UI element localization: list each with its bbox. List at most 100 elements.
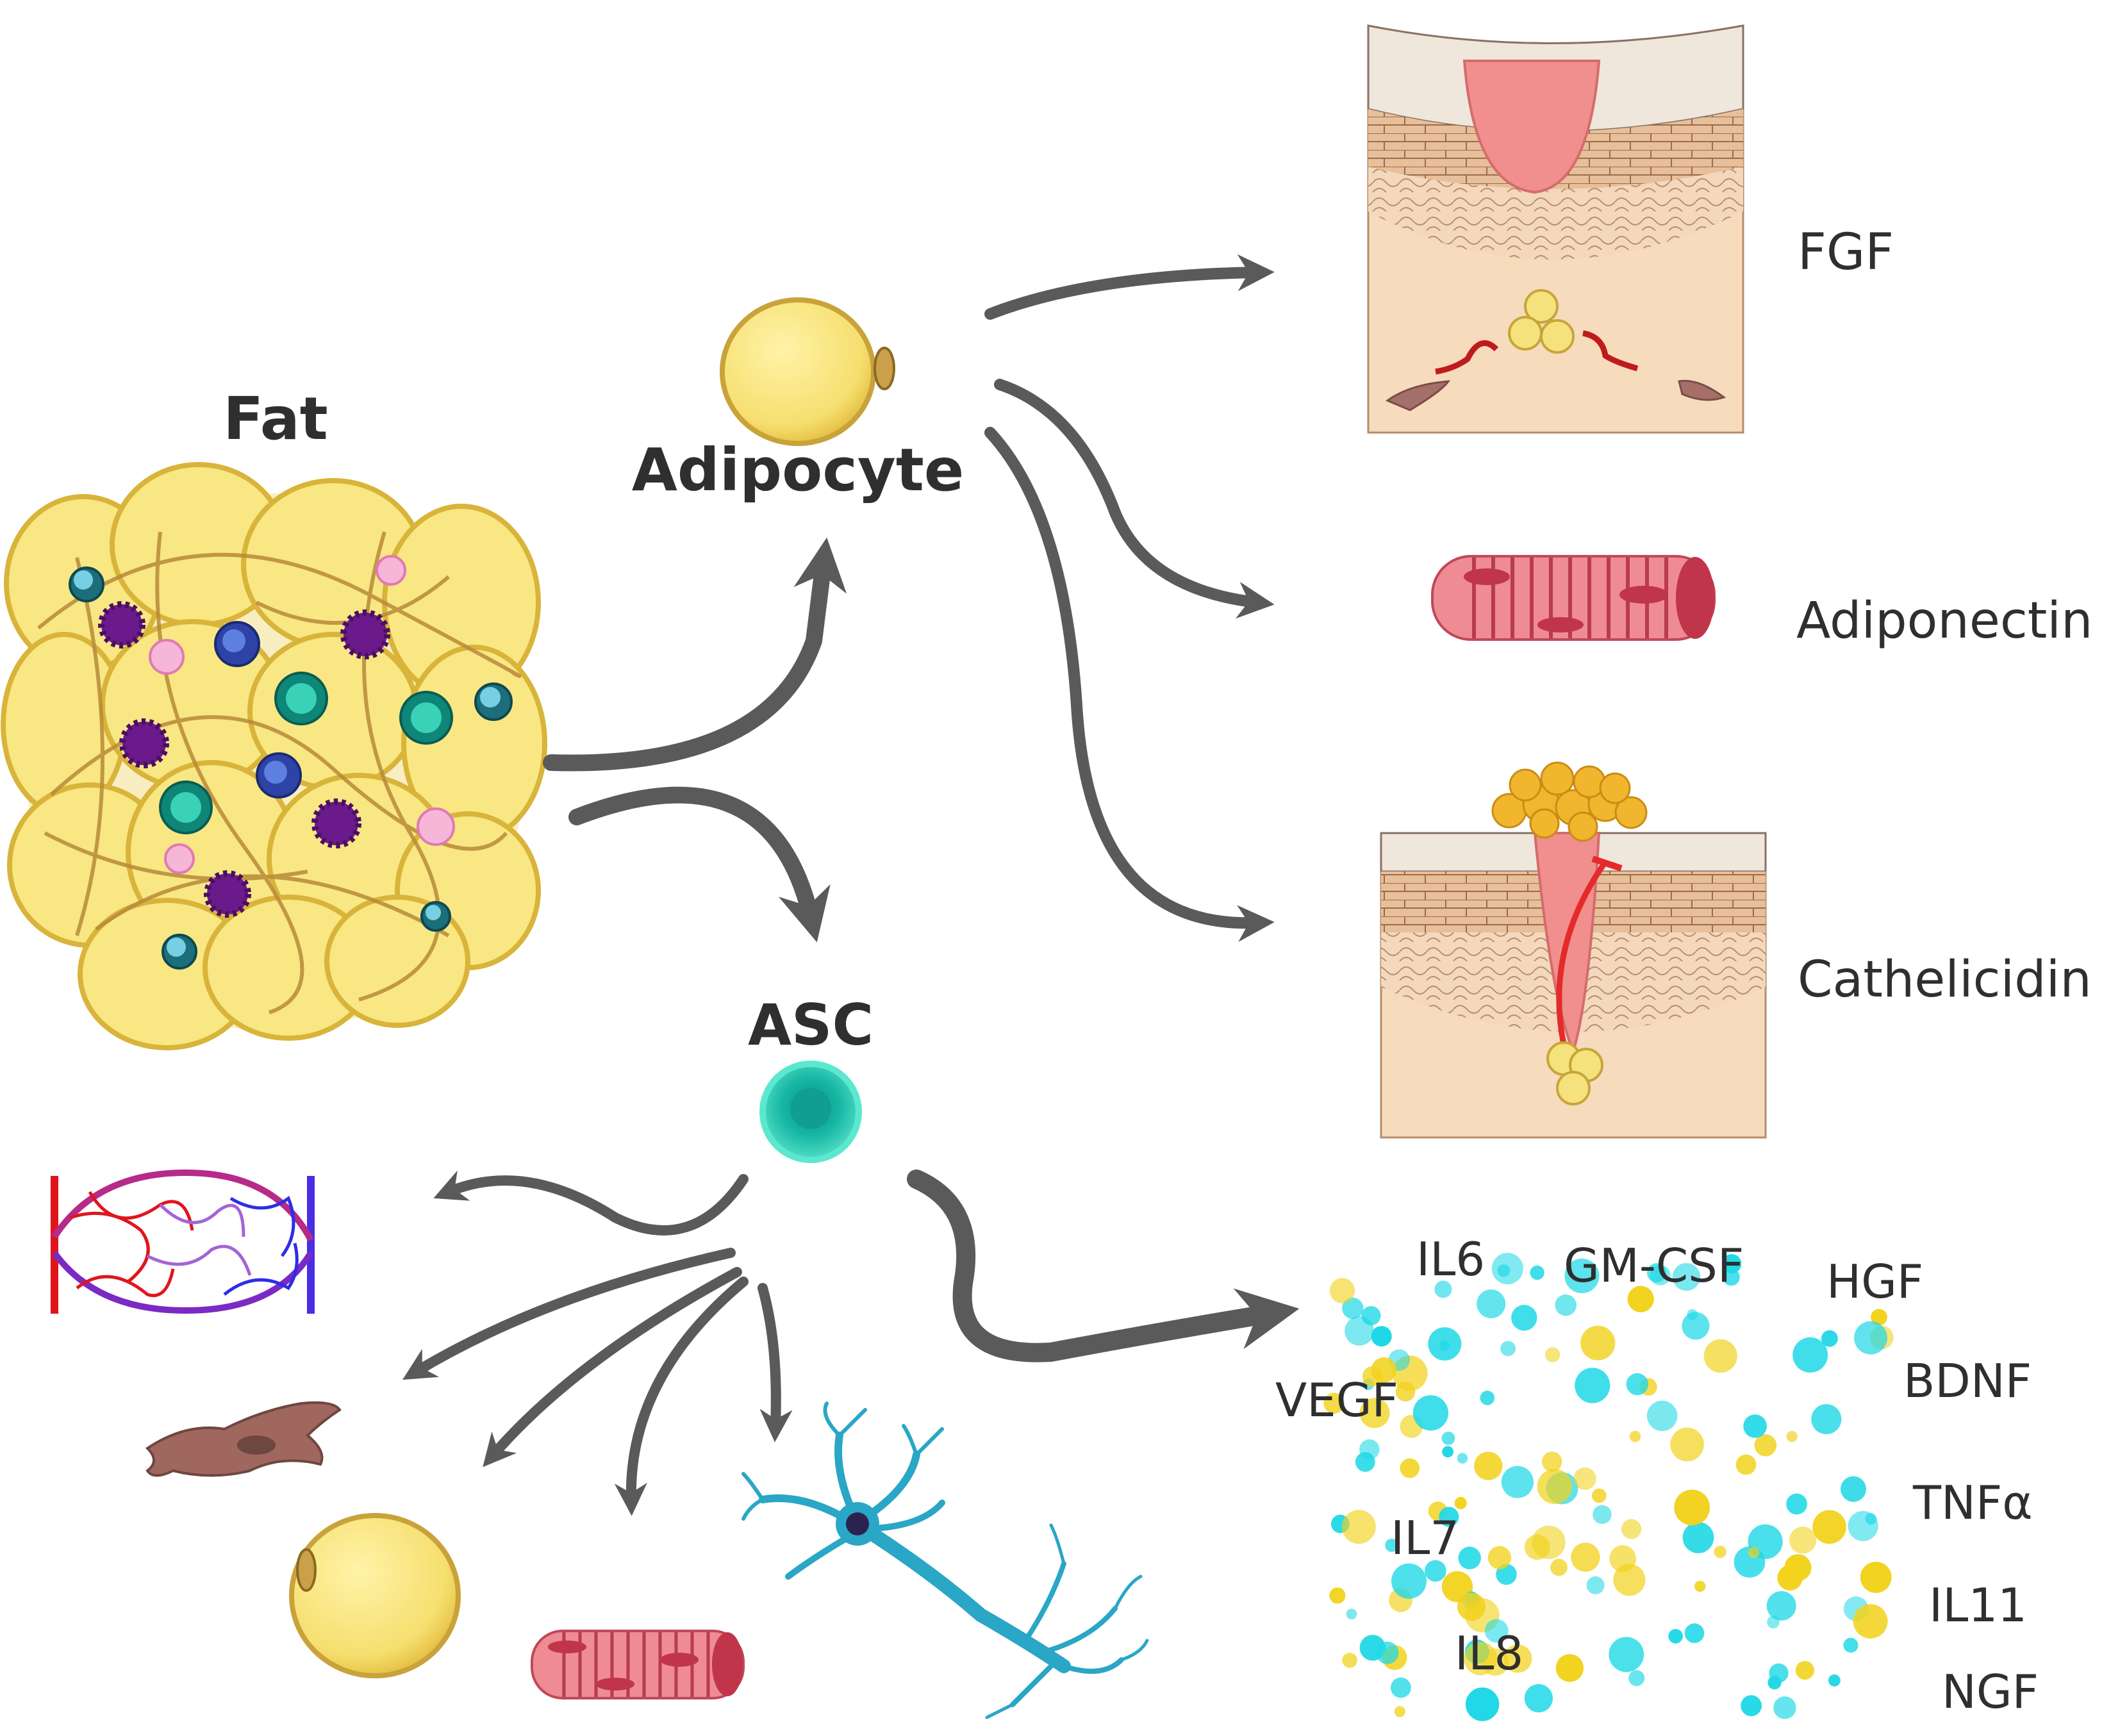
cytokine-particle bbox=[1530, 1265, 1544, 1280]
cytokine-particle bbox=[1342, 1653, 1357, 1668]
arrow-asc-to-neuron bbox=[757, 1283, 793, 1443]
cytokine-particle bbox=[1501, 1466, 1534, 1498]
cytokine-particle bbox=[1743, 1414, 1767, 1438]
cytokine-particle bbox=[1464, 1642, 1498, 1676]
cytokine-particle bbox=[1544, 1347, 1560, 1362]
cytokine-particle bbox=[1571, 1542, 1600, 1572]
cytokine-particle bbox=[1812, 1510, 1846, 1544]
arrows bbox=[402, 254, 1300, 1516]
cytokine-particle bbox=[1500, 1341, 1516, 1357]
fat-label: Fat bbox=[223, 384, 328, 453]
cytokine-particle bbox=[1371, 1357, 1397, 1383]
cytokine-particle bbox=[1795, 1660, 1814, 1680]
arrow-asc-to-vessels bbox=[433, 1170, 749, 1236]
cytokine-particle bbox=[1385, 1539, 1399, 1552]
cytokine-particle bbox=[1457, 1592, 1486, 1621]
cytokine-particle bbox=[1532, 1525, 1566, 1559]
cytokine-particle bbox=[1537, 1469, 1573, 1504]
cytokine-particle bbox=[1609, 1637, 1644, 1673]
cytokine-particle bbox=[1391, 1563, 1427, 1599]
cytokine-particle bbox=[1627, 1285, 1654, 1312]
cytokine-particle bbox=[1773, 1696, 1796, 1719]
cytokine-particle bbox=[1487, 1546, 1512, 1569]
skin-wound-panel-cathelicidin bbox=[1380, 761, 1767, 1139]
cytokine-particle bbox=[1586, 1576, 1605, 1594]
cytokine-particle bbox=[1400, 1458, 1420, 1478]
cytokine-particle bbox=[1668, 1629, 1683, 1644]
cytokine-particle bbox=[1684, 1623, 1705, 1643]
cytokine-particle bbox=[1854, 1321, 1887, 1355]
arrow-fat-to-asc bbox=[568, 786, 831, 943]
cytokine-labels: IL6 GM-CSF HGF VEGF BDNF TNFα IL7 IL11 I… bbox=[1275, 1232, 2039, 1719]
cytokine-particle bbox=[1821, 1330, 1838, 1347]
cytokine-particle bbox=[1646, 1400, 1678, 1432]
cytokine-particle bbox=[1425, 1560, 1446, 1582]
cytokine-particle bbox=[1786, 1493, 1808, 1515]
cytokine-particle bbox=[1592, 1488, 1607, 1503]
cytokine-particle bbox=[1613, 1564, 1646, 1596]
cytokine-particles bbox=[1323, 1253, 1894, 1721]
cytokine-particle bbox=[1484, 1619, 1509, 1643]
arrow-adipocyte-to-adiponectin bbox=[994, 379, 1275, 619]
cytokine-particle bbox=[1694, 1580, 1706, 1592]
cytokine-particle bbox=[1497, 1264, 1511, 1277]
cytokine-particle bbox=[1442, 1446, 1454, 1458]
cytokine-label-il11: IL11 bbox=[1929, 1578, 2027, 1632]
cytokine-label-gm-csf: GM-CSF bbox=[1564, 1239, 1744, 1293]
cytokine-particle bbox=[1786, 1431, 1798, 1443]
cathelicidin-label: Cathelicidin bbox=[1798, 951, 2092, 1009]
cytokine-particle bbox=[1465, 1687, 1500, 1721]
cytokine-particle bbox=[1395, 1382, 1416, 1402]
cytokine-particle bbox=[1555, 1654, 1584, 1682]
cytokine-particle bbox=[1441, 1432, 1455, 1445]
cytokine-particle bbox=[1342, 1297, 1364, 1319]
cytokine-particle bbox=[1670, 1427, 1704, 1462]
cytokine-particle bbox=[1454, 1496, 1467, 1510]
arrow-fat-to-adipocyte bbox=[543, 537, 847, 772]
cytokine-particle bbox=[1341, 1510, 1376, 1544]
cytokine-particle bbox=[1682, 1522, 1714, 1553]
fat-tissue-illustration bbox=[1, 462, 547, 1050]
cytokine-particle bbox=[1524, 1684, 1553, 1713]
cytokine-particle bbox=[1511, 1305, 1537, 1331]
adipocyte-cell bbox=[720, 297, 895, 446]
cytokine-particle bbox=[1428, 1327, 1462, 1361]
cytokine-label-hgf: HGF bbox=[1826, 1255, 1923, 1309]
cytokine-particle bbox=[1789, 1526, 1817, 1554]
cytokine-particle bbox=[1434, 1280, 1452, 1298]
cytokine-particle bbox=[1865, 1513, 1877, 1525]
arrow-adipocyte-to-cathelicidin bbox=[984, 427, 1275, 942]
cytokine-particle bbox=[1593, 1505, 1612, 1524]
cytokine-particle bbox=[1722, 1254, 1742, 1273]
arrow-asc-to-adipocyte bbox=[483, 1267, 742, 1467]
cytokine-particle bbox=[1391, 1677, 1411, 1698]
cytokine-particle bbox=[1792, 1337, 1828, 1373]
cytokine-label-il6: IL6 bbox=[1416, 1232, 1485, 1286]
cytokine-particle bbox=[1741, 1695, 1762, 1717]
cytokine-particle bbox=[1674, 1489, 1710, 1526]
cytokine-particle bbox=[1359, 1439, 1380, 1460]
arrow-asc-to-fibroblast bbox=[402, 1248, 736, 1380]
cytokine-label-ngf: NGF bbox=[1942, 1665, 2039, 1719]
cytokine-particle bbox=[1650, 1265, 1671, 1285]
cytokine-particle bbox=[1629, 1430, 1641, 1443]
cytokine-label-il8: IL8 bbox=[1455, 1626, 1523, 1680]
cytokine-particle bbox=[1474, 1451, 1503, 1480]
neuron-nucleus bbox=[846, 1512, 869, 1535]
differentiated-muscle-fiber bbox=[531, 1630, 745, 1699]
asc-label: ASC bbox=[748, 992, 873, 1058]
adipocyte-label: Adipocyte bbox=[632, 436, 964, 504]
cytokine-particle bbox=[1439, 1507, 1459, 1527]
cytokine-particle bbox=[1329, 1587, 1346, 1604]
cytokine-particle bbox=[1748, 1546, 1760, 1558]
cytokine-particle bbox=[1359, 1398, 1390, 1428]
cytokine-particle bbox=[1811, 1404, 1842, 1435]
cytokine-particle bbox=[1329, 1278, 1355, 1303]
cytokine-particle bbox=[1458, 1546, 1481, 1569]
cytokine-particle bbox=[1346, 1608, 1357, 1620]
cytokine-particle bbox=[1860, 1562, 1892, 1593]
cytokine-particle bbox=[1853, 1604, 1888, 1639]
cytokine-particle bbox=[1550, 1558, 1568, 1576]
cytokine-particle bbox=[1503, 1644, 1532, 1673]
